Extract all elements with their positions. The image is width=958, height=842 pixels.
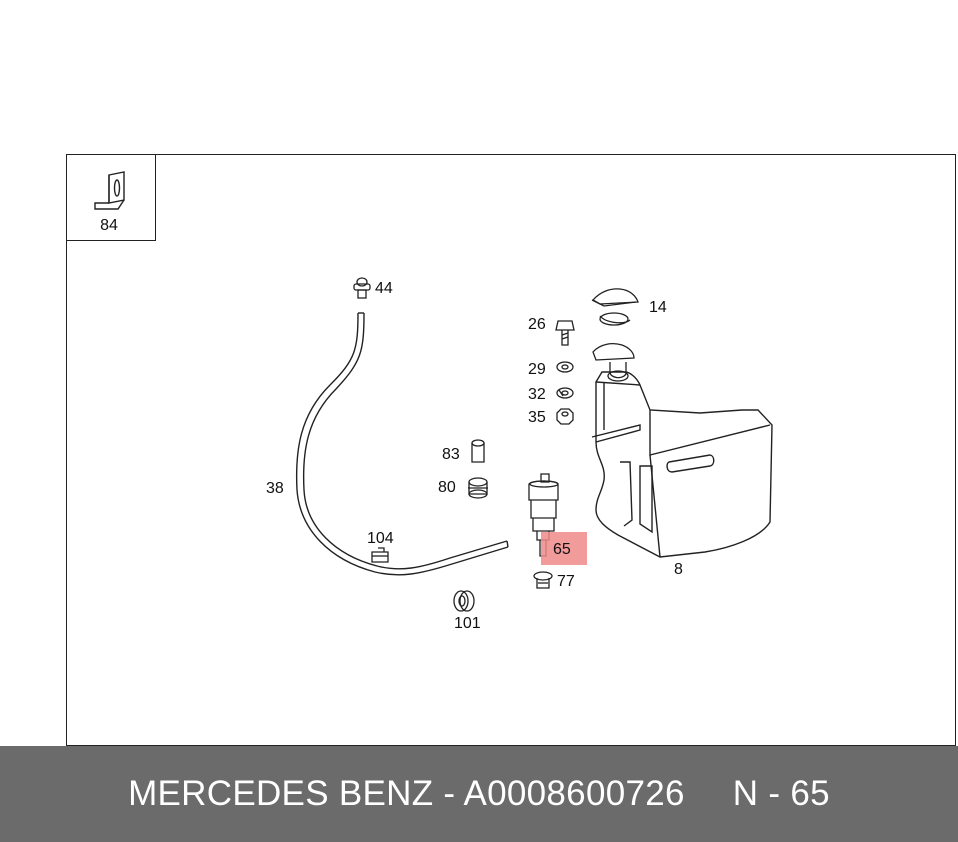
bracket-84-drawing	[94, 171, 125, 210]
label-83: 83	[442, 446, 460, 463]
bolt-26	[555, 320, 575, 346]
label-104: 104	[367, 530, 394, 547]
label-8: 8	[674, 561, 683, 578]
label-65[interactable]: 65	[553, 541, 571, 558]
cap-14	[591, 288, 639, 326]
nut-35	[556, 408, 574, 425]
label-32: 32	[528, 386, 546, 403]
clip-104	[371, 547, 389, 563]
grommet-80	[468, 477, 488, 499]
diagram-frame	[66, 154, 956, 746]
reservoir-8	[591, 371, 773, 558]
reservoir-cap	[592, 343, 635, 382]
label-80: 80	[438, 479, 456, 496]
footer-reference: N - 65	[732, 774, 830, 813]
hose-38	[295, 312, 509, 576]
label-26: 26	[528, 316, 546, 333]
inset-box	[66, 154, 156, 241]
label-77: 77	[557, 573, 575, 590]
label-101: 101	[454, 615, 481, 632]
label-44: 44	[375, 280, 393, 297]
footer-part-number: MERCEDES BENZ - A0008600726	[128, 774, 685, 813]
inset-label-84: 84	[100, 217, 118, 234]
label-35: 35	[528, 409, 546, 426]
plug-83	[471, 439, 485, 463]
label-14: 14	[649, 299, 667, 316]
spring-washer-32	[556, 387, 574, 399]
label-29: 29	[528, 361, 546, 378]
label-38: 38	[266, 480, 284, 497]
filter-77	[533, 571, 553, 589]
clip-44	[353, 277, 371, 299]
footer-bar: MERCEDES BENZ - A0008600726 N - 65	[0, 746, 958, 842]
washer-29	[556, 361, 574, 373]
grommet-101	[453, 590, 475, 612]
highlight-box	[541, 532, 587, 565]
